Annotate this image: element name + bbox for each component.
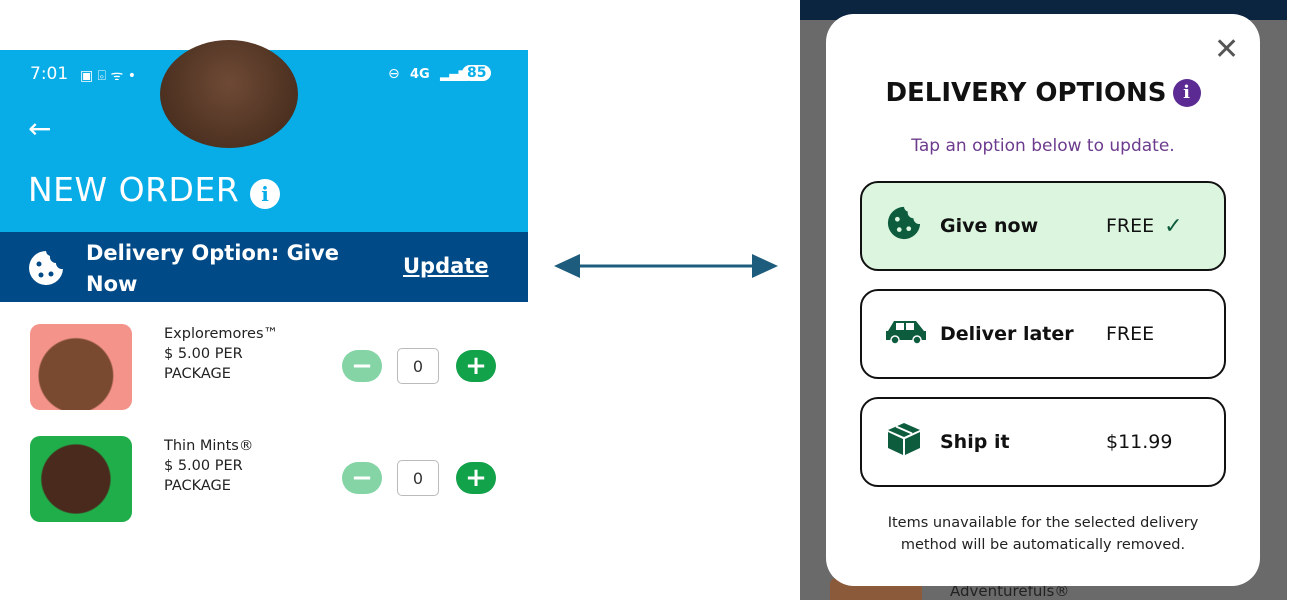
close-icon[interactable]: ✕ [1214,32,1240,67]
product-name: Exploremores™ [164,326,279,342]
dnd-icon: ⊖ [388,66,400,82]
battery-badge: 85 [462,65,492,81]
new-order-screen: 7:01 ▣ ⌻ ᯤ • ⊖ 4G ▂▄▆ 85 ← NEW ORDER i D… [0,40,528,530]
option-deliver-later[interactable]: Deliver later FREE [860,289,1226,379]
background-product-name: Adventurefuls® [950,582,1070,600]
signal-icon: ▂▄▆ [440,67,468,81]
checkmark-icon: ✓ [1164,213,1183,239]
product-price: $ 5.00 PER PACKAGE [164,458,243,494]
option-label: Give now [940,215,1039,237]
network-label: 4G [410,67,430,82]
option-give-now[interactable]: Give now FREE ✓ [860,181,1226,271]
modal-footer-note: Items unavailable for the selected deliv… [887,515,1199,553]
product-price: $ 5.00 PER PACKAGE [164,346,243,382]
option-price: FREE [1106,215,1155,237]
page-title-text: NEW ORDER [28,170,240,209]
back-arrow-icon[interactable]: ← [28,112,52,145]
decrease-button[interactable]: − [342,462,382,494]
cookie-icon [884,205,924,248]
product-thumbnail [30,436,132,522]
status-icons: ▣ ⌻ ᯤ • [80,68,137,84]
product-row: Exploremores™ $ 5.00 PER PACKAGE − 0 + [0,324,528,424]
option-price: FREE [1106,323,1155,345]
modal-title-text: DELIVERY OPTIONS [885,78,1167,108]
option-ship-it[interactable]: Ship it $11.99 [860,397,1226,487]
update-link[interactable]: Update [403,254,489,278]
option-label: Deliver later [940,323,1074,345]
quantity-input[interactable]: 0 [397,460,439,496]
status-time: 7:01 [30,64,69,84]
increase-button[interactable]: + [456,350,496,382]
product-info: Thin Mints® $ 5.00 PER PACKAGE [164,436,274,496]
product-thumbnail [30,324,132,410]
delivery-option-band: Delivery Option: Give Now Update [0,232,528,302]
modal-subtitle: Tap an option below to update. [911,136,1175,156]
increase-button[interactable]: + [456,462,496,494]
box-icon [884,421,924,464]
delivery-option-label: Delivery Option: Give Now [86,241,339,296]
cookie-icon [29,251,63,285]
info-icon[interactable]: i [1172,78,1201,107]
product-info: Exploremores™ $ 5.00 PER PACKAGE [164,324,278,384]
car-icon [884,317,926,352]
product-row: Thin Mints® $ 5.00 PER PACKAGE − 0 + [0,436,528,536]
double-arrow-icon [554,254,778,278]
option-price: $11.99 [1106,431,1173,453]
product-name: Thin Mints® [164,438,254,454]
quantity-input[interactable]: 0 [397,348,439,384]
cookie-image [160,40,298,148]
option-label: Ship it [940,431,1010,453]
decrease-button[interactable]: − [342,350,382,382]
header: 7:01 ▣ ⌻ ᯤ • ⊖ 4G ▂▄▆ 85 ← NEW ORDER i [0,40,528,232]
page-title: NEW ORDER i [28,170,281,209]
info-icon[interactable]: i [250,179,281,209]
